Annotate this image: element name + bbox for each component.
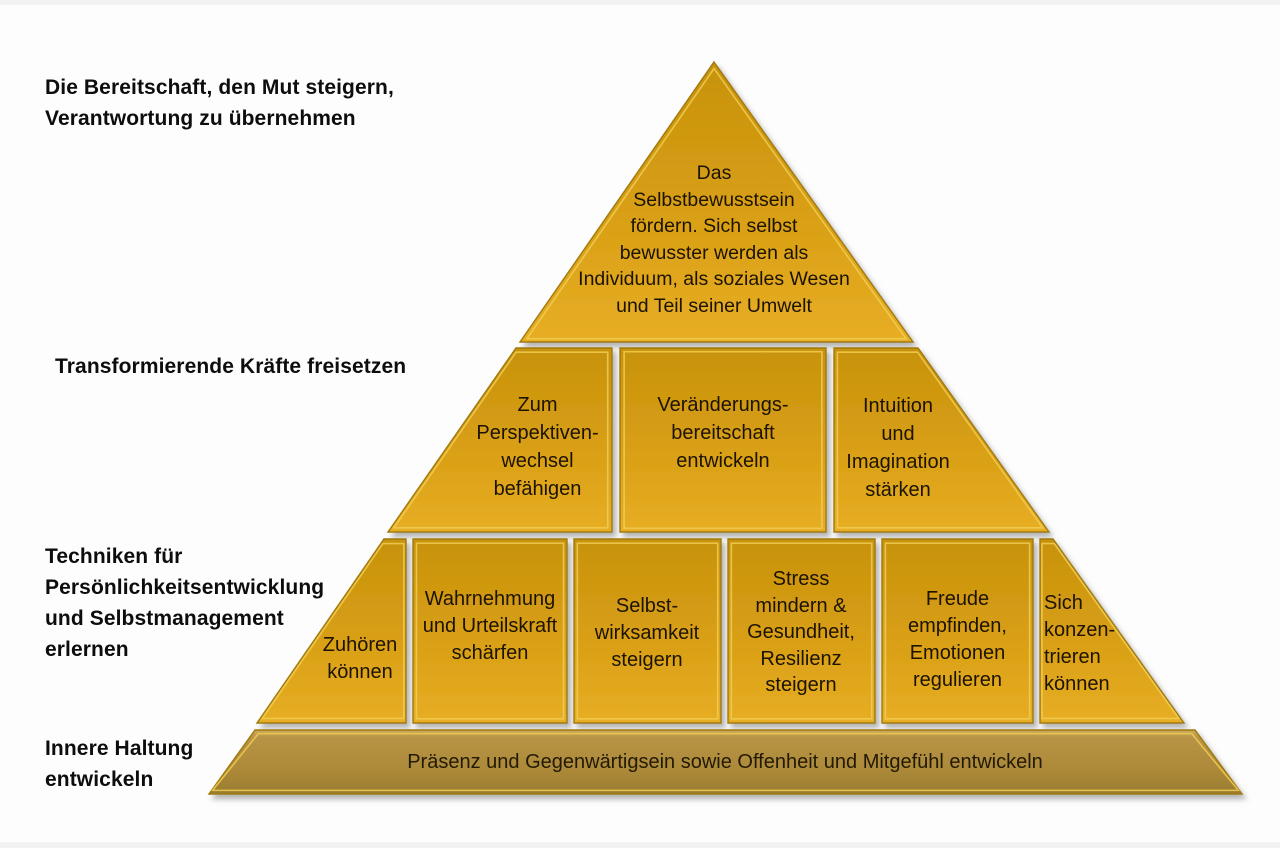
level3-box-stress [727,538,876,724]
level3-text-joy: Freude empfinden, Emotionen regulieren [908,588,1007,691]
level3-text-stress: Stress mindern & Gesundheit, Resilienz s… [747,568,855,696]
level2-box-change-rim [623,350,823,530]
level3-text-concentration: Sich konzen- trieren können [1044,592,1116,695]
pyramid-top-triangle [518,60,915,343]
level2-text-intuition: Intuition und Imagination stärken [846,395,950,501]
level3-box-joy [881,538,1034,724]
level2-text-perspective: Zum Perspektiven- wechsel befähigen [476,394,599,500]
level3-text-listening: Zuhören können [322,634,398,683]
level3-text-selfefficacy: Selbst- wirksamkeit steigern [594,595,700,671]
level2-text-change: Veränderungs- bereitschaft entwickeln [657,394,789,472]
level3-box-listening [255,538,407,724]
level2-box-intuition [833,347,1051,533]
level3-box-perception-rim [415,542,565,720]
slide-edge-bottom [0,842,1280,848]
level3-box-concentration [1039,538,1186,724]
base-band-presence [207,729,1244,795]
level2-box-intuition-rim [836,351,1045,529]
level3-box-selfefficacy-rim [576,542,719,720]
side-label-courage: Die Bereitschaft, den Mut steigern, Vera… [45,76,394,130]
base-band-presence-rim [210,732,1241,792]
level3-box-listening-rim [260,542,405,720]
side-label-transform: Transformierende Kräfte freisetzen [55,355,407,378]
slide-edge-top [0,0,1280,5]
level3-box-concentration-rim [1041,542,1181,720]
side-label-attitude: Innere Haltung entwickeln [45,737,194,791]
pyramid-top-text: Das Selbstbewusstsein fördern. Sich selb… [578,162,850,317]
level3-box-stress-rim [730,542,873,720]
level3-box-selfefficacy [573,538,722,724]
level3-box-joy-rim [884,542,1031,720]
level2-box-perspective [386,347,613,533]
level2-box-change [619,347,827,533]
level2-box-perspective-rim [392,351,609,529]
base-band-text: Präsenz und Gegenwärtigsein sowie Offenh… [407,751,1043,773]
level3-text-perception: Wahrnehmung und Urteilskraft schärfen [422,588,558,664]
side-label-techniques: Techniken für Persönlichkeitsentwicklung… [45,545,325,661]
level3-box-perception [412,538,568,724]
pyramid-top-triangle-rim [525,67,908,340]
